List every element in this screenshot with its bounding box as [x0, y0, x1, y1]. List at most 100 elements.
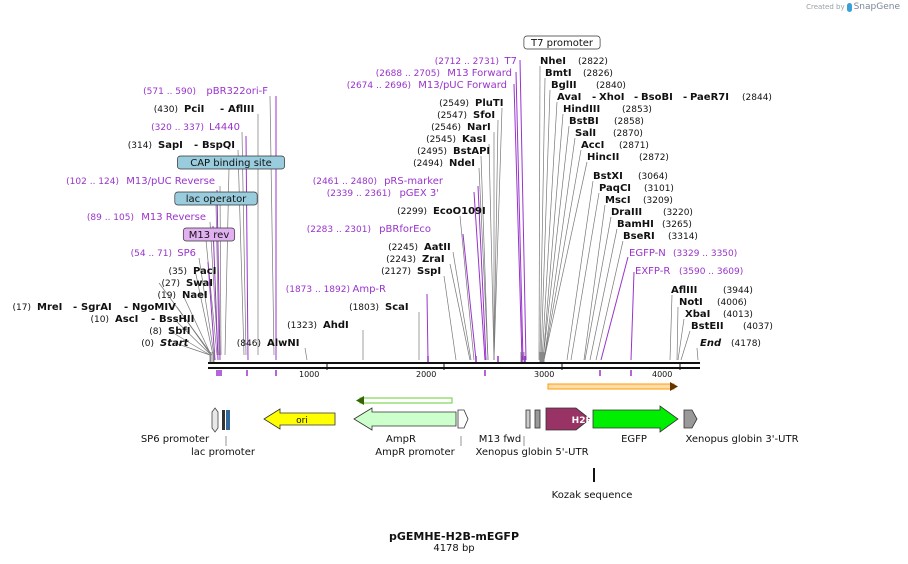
asci-site[interactable]: AscI	[115, 314, 138, 325]
m13-rev-box[interactable]	[182, 227, 236, 242]
pluti-site[interactable]: PluTI	[475, 98, 503, 109]
ahdi-site[interactable]: AhdI	[323, 320, 349, 331]
cap-binding-site-box[interactable]	[177, 155, 285, 170]
alwni-site[interactable]: AlwNI	[267, 338, 300, 349]
cap-binding-site-label[interactable]: CAP binding site	[190, 158, 272, 169]
bsteii-site[interactable]: BstEII	[691, 321, 724, 332]
sspi-site[interactable]: SspI	[417, 266, 441, 277]
xbai-site[interactable]: XbaI	[685, 309, 710, 320]
pbrforeco-primer-label[interactable]: pBRforEco	[379, 224, 431, 235]
ampr-promoter-arrow[interactable]	[457, 409, 469, 429]
ampr-arrow[interactable]	[353, 407, 457, 431]
aatii-site[interactable]: AatII	[424, 242, 451, 253]
m13-puc-forward-primer-label[interactable]: M13/pUC Forward	[418, 80, 507, 91]
sp6-primer-label[interactable]: SP6	[177, 248, 196, 259]
xenopus-3utr-arrow[interactable]	[683, 409, 698, 429]
l4440-primer-label[interactable]: L4440	[209, 122, 240, 133]
sbfi-site[interactable]: SbfI	[168, 326, 190, 337]
hindiii-site[interactable]: HindIII	[563, 104, 600, 115]
egfp-arrow[interactable]	[592, 405, 679, 433]
zrai-site[interactable]: ZraI	[422, 254, 445, 265]
sfoi-site[interactable]: SfoI	[473, 110, 495, 121]
bspqi-site[interactable]: BspQI	[202, 140, 235, 151]
m13-puc-reverse-primer-label[interactable]: M13/pUC Reverse	[126, 176, 215, 187]
site-separator: -	[634, 92, 638, 103]
sgrai-site[interactable]: SgrAI	[81, 302, 112, 313]
nari-position: (2546)	[431, 123, 461, 133]
nhei-site[interactable]: NheI	[540, 56, 566, 67]
end-position: (4178)	[731, 339, 761, 349]
bstbi-site[interactable]: BstBI	[569, 116, 599, 127]
ruler-tick-2000: 2000	[416, 370, 436, 379]
zrai-position: (2243)	[386, 255, 416, 265]
end-site[interactable]: End	[700, 338, 722, 349]
egfp-n-primer-label[interactable]: EGFP-N	[629, 248, 666, 259]
swai-site[interactable]: SwaI	[186, 278, 213, 289]
exfp-r-primer-label[interactable]: EXFP-R	[635, 266, 670, 277]
pgex-3-primer-label[interactable]: pGEX 3'	[399, 188, 439, 199]
xenopus-3utr-label: Xenopus globin 3'-UTR	[685, 434, 798, 445]
afliii-site[interactable]: AflIII	[228, 104, 254, 115]
ndei-site[interactable]: NdeI	[449, 158, 475, 169]
pbr322ori-f-primer-position: (571 .. 590)	[143, 87, 196, 97]
nari-site[interactable]: NarI	[467, 122, 491, 133]
draiii-site[interactable]: DraIII	[611, 207, 642, 218]
pbr322ori-f-primer-label[interactable]: pBR322ori-F	[206, 86, 268, 97]
noti-site[interactable]: NotI	[679, 297, 703, 308]
scai-site[interactable]: ScaI	[385, 302, 409, 313]
prs-marker-primer-label[interactable]: pRS-marker	[384, 176, 444, 187]
m13-fwd-arrow[interactable]	[525, 409, 531, 429]
xenopus-5utr-mark[interactable]	[534, 409, 541, 429]
bmti-site[interactable]: BmtI	[545, 68, 572, 79]
xenopus-5utr-label: Xenopus globin 5'-UTR	[475, 447, 588, 458]
sp6-promoter-label: SP6 promoter	[141, 434, 210, 445]
hincii-site[interactable]: HincII	[587, 152, 619, 163]
m13-reverse-primer-label[interactable]: M13 Reverse	[141, 212, 206, 223]
lac-operator-label[interactable]: lac operator	[186, 194, 247, 205]
t7-primer-label[interactable]: T7	[504, 56, 517, 67]
sali-site[interactable]: SalI	[575, 128, 596, 139]
naei-site[interactable]: NaeI	[182, 290, 208, 301]
site-marks	[209, 352, 545, 362]
lac-promoter-label: lac promoter	[191, 447, 256, 458]
bamhi-site[interactable]: BamHI	[617, 219, 654, 230]
ecoo109i-site[interactable]: EcoO109I	[433, 206, 486, 217]
t7-promoter-label[interactable]: T7 promoter	[530, 38, 594, 49]
bsobi-site[interactable]: BsoBI	[641, 92, 673, 103]
kasi-site[interactable]: KasI	[462, 134, 486, 145]
created-by-text: Created by	[806, 3, 845, 11]
sp6-promoter-arrow[interactable]	[211, 407, 219, 433]
amp-r-primer-label[interactable]: Amp-R	[353, 284, 387, 295]
paer7i-site[interactable]: PaeR7I	[690, 92, 729, 103]
prs-marker-primer-position: (2461 .. 2480)	[313, 177, 377, 187]
afliii-site[interactable]: AflIII	[671, 285, 697, 296]
paqci-site[interactable]: PaqCI	[599, 183, 631, 194]
xhoi-site[interactable]: XhoI	[599, 92, 624, 103]
paci-site[interactable]: PacI	[193, 266, 216, 277]
naei-position: (19)	[158, 291, 176, 301]
pcii-site[interactable]: PciI	[184, 104, 204, 115]
bglii-site[interactable]: BglII	[551, 80, 577, 91]
egfp-label: EGFP	[621, 434, 647, 445]
bmti-position: (2826)	[583, 69, 613, 79]
t7-promoter-box[interactable]	[523, 35, 601, 50]
avai-site[interactable]: AvaI	[557, 92, 581, 103]
lac-operator-box[interactable]	[174, 191, 258, 206]
h2b-arrow[interactable]	[545, 407, 591, 431]
ori-arrow[interactable]	[263, 408, 336, 430]
lac-promoter-mark[interactable]	[226, 410, 230, 430]
sapi-site[interactable]: SapI	[158, 140, 183, 151]
bsshii-site[interactable]: BssHII	[159, 314, 194, 325]
lac-operator-mark[interactable]	[222, 410, 225, 430]
bseri-site[interactable]: BseRI	[623, 231, 655, 242]
m13-rev-label[interactable]: M13 rev	[189, 230, 230, 241]
start-site[interactable]: Start	[160, 338, 190, 349]
acci-site[interactable]: AccI	[581, 140, 604, 151]
site-separator: -	[220, 104, 224, 115]
m13-forward-primer-label[interactable]: M13 Forward	[447, 68, 512, 79]
bstxi-site[interactable]: BstXI	[593, 171, 623, 182]
ngomiv-site[interactable]: NgoMIV	[132, 302, 176, 313]
bstapi-site[interactable]: BstAPI	[453, 146, 490, 157]
mrei-site[interactable]: MreI	[37, 302, 62, 313]
msci-site[interactable]: MscI	[605, 195, 631, 206]
